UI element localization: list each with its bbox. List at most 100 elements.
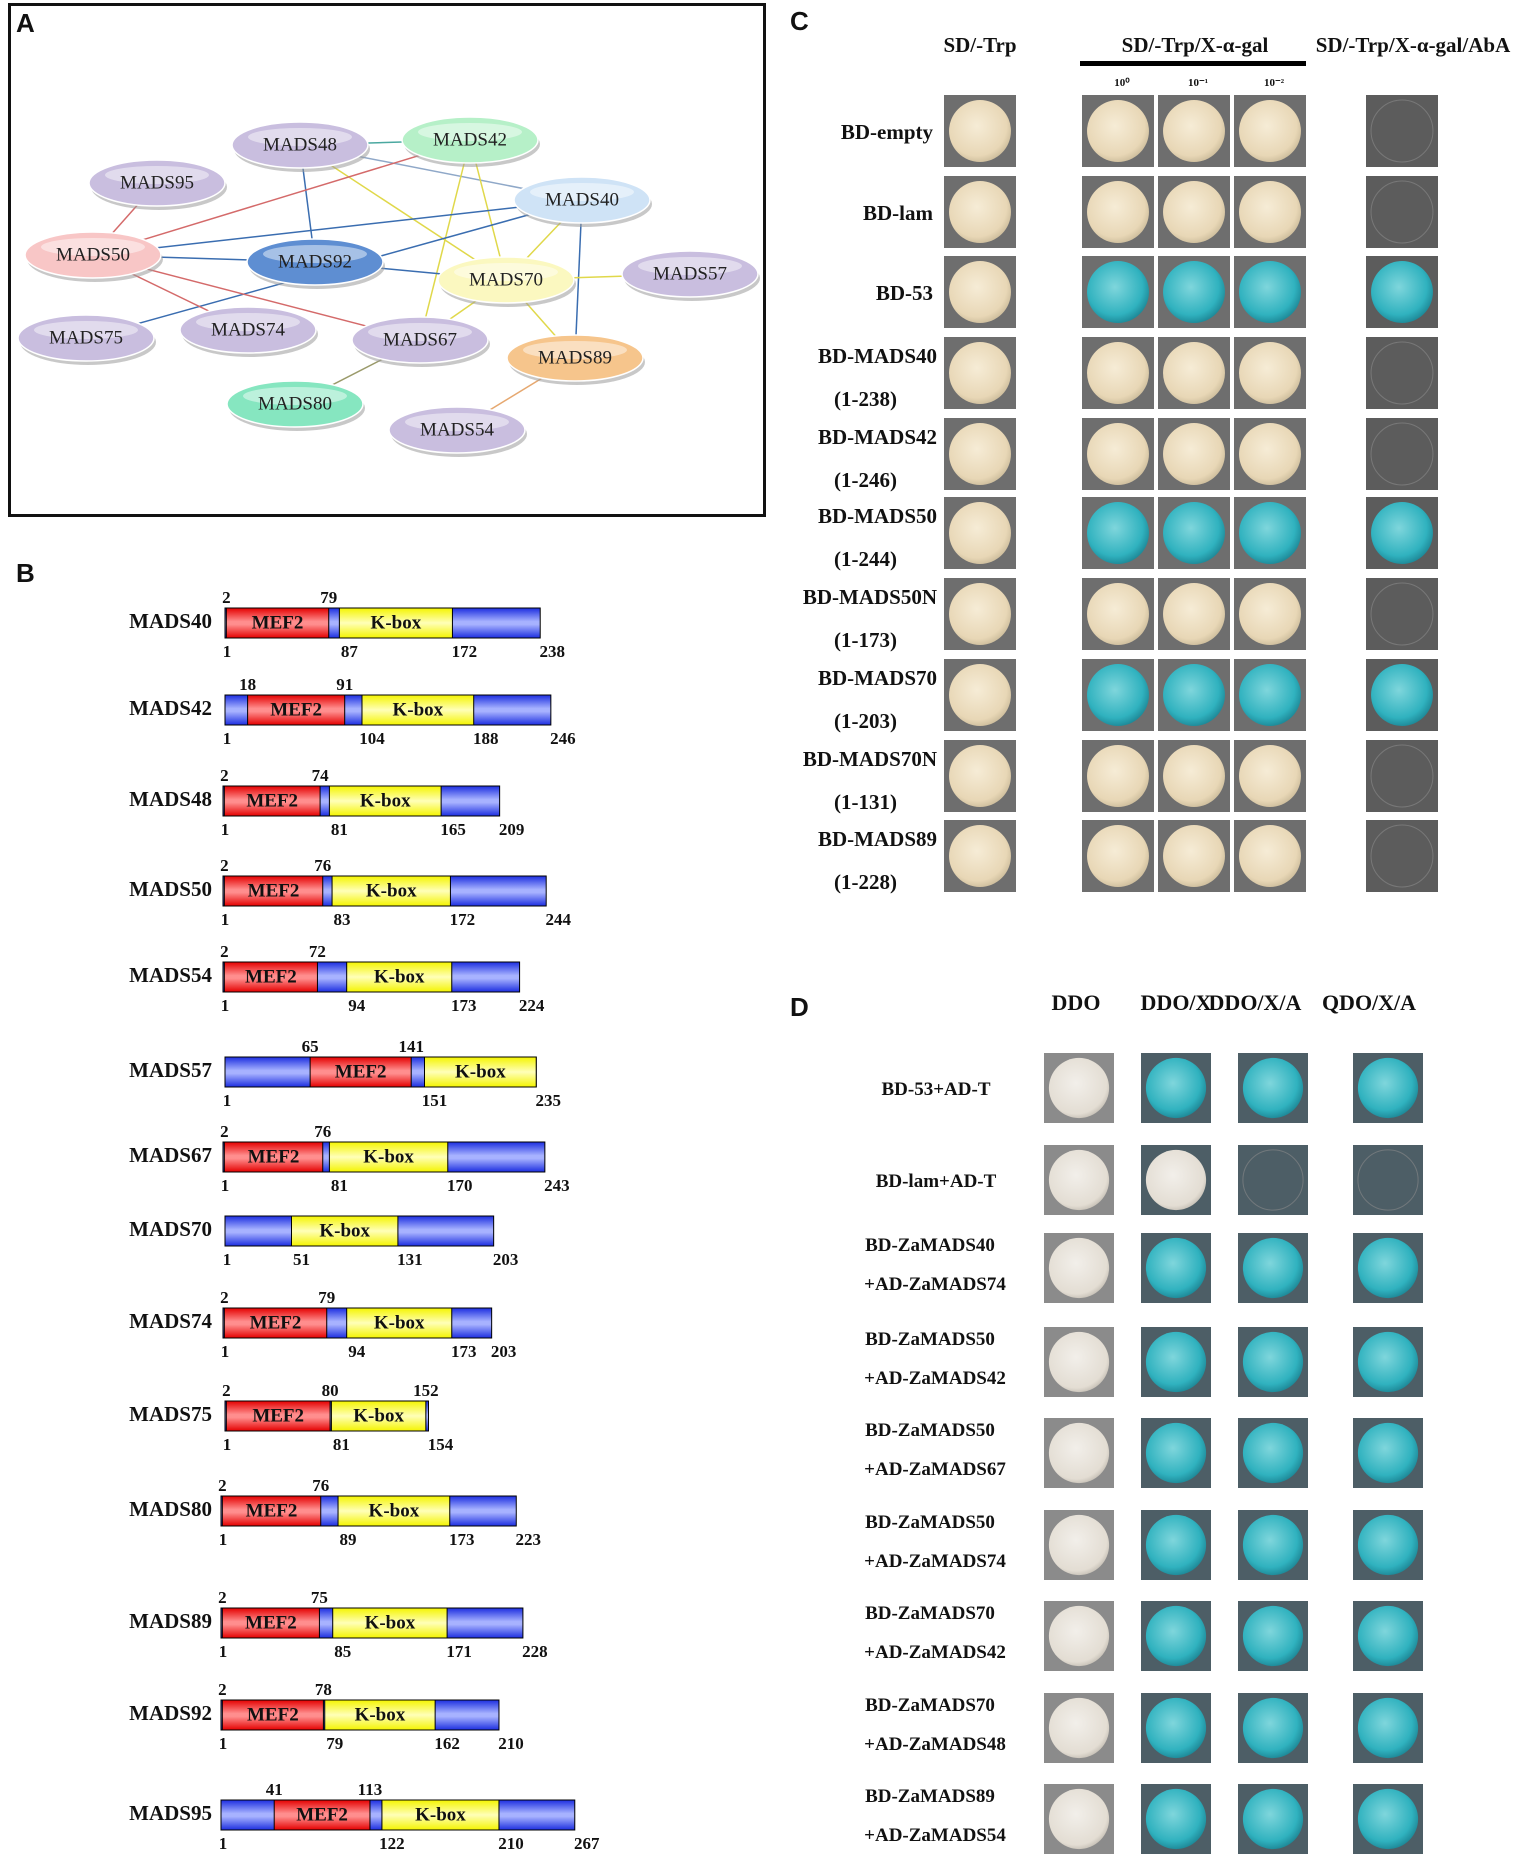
colony-plate	[1234, 578, 1306, 650]
colony-spot	[1145, 1514, 1207, 1576]
y1h-row: BD-MADS50(1-244)	[818, 497, 1438, 571]
y2h-row: BD-ZaMADS70+AD-ZaMADS48	[864, 1693, 1423, 1763]
kbox-domain	[338, 607, 453, 639]
protein-backbone	[220, 1607, 524, 1639]
position-label-bottom: 79	[326, 1734, 343, 1753]
row-label: BD-ZaMADS50	[865, 1329, 995, 1350]
colony-spot	[949, 502, 1011, 564]
plate-background	[1238, 1601, 1308, 1671]
colony-spot	[1087, 342, 1149, 404]
colony-spot	[1145, 1788, 1207, 1850]
plate-background	[1238, 1510, 1308, 1580]
kbox-label: K-box	[369, 1501, 420, 1522]
position-label-bottom: 1	[223, 1091, 232, 1110]
position-label-bottom: 1	[223, 1250, 232, 1269]
kbox-domain	[346, 961, 453, 993]
position-label-top: 41	[266, 1780, 283, 1799]
kbox-domain	[291, 1215, 399, 1247]
colony-plate	[1082, 578, 1154, 650]
position-label-top: 65	[302, 1037, 319, 1056]
kbox-domain	[328, 785, 442, 817]
colony-plate	[1353, 1145, 1423, 1215]
plate-background	[1141, 1693, 1211, 1763]
protein-backbone	[220, 1495, 517, 1527]
colony-plate	[1234, 176, 1306, 248]
kbox-domain	[424, 1056, 537, 1088]
colony-plate	[1158, 740, 1230, 812]
plate-background	[1234, 820, 1306, 892]
network-frame	[8, 3, 766, 517]
colony-plate	[1141, 1510, 1211, 1580]
position-label-top: 79	[320, 588, 337, 607]
position-label-bottom: 1	[221, 1342, 230, 1361]
plate-background	[1234, 256, 1306, 328]
row-label: BD-MADS42	[818, 425, 937, 449]
colony-spot	[1163, 342, 1225, 404]
colony-plate	[1082, 95, 1154, 167]
row-label: BD-MADS40	[818, 344, 937, 368]
kbox-label: K-box	[355, 1705, 406, 1726]
colony-plate	[944, 659, 1016, 731]
y1h-row: BD-MADS70N(1-131)	[803, 740, 1438, 814]
y2h-column-header: DDO/X/A	[1209, 990, 1302, 1015]
plate-background	[1234, 418, 1306, 490]
position-label-bottom: 172	[450, 910, 476, 929]
colony-plate	[1238, 1053, 1308, 1123]
row-sublabel: +AD-ZaMADS42	[864, 1368, 1006, 1389]
plate-background	[1082, 820, 1154, 892]
faint-colony	[1370, 99, 1434, 163]
colony-spot	[949, 261, 1011, 323]
protein-backbone	[224, 1400, 429, 1432]
mef2-domain	[273, 1799, 371, 1831]
colony-plate	[1141, 1418, 1211, 1488]
y2h-row: BD-ZaMADS50+AD-ZaMADS67	[864, 1418, 1423, 1488]
colony-plate	[1366, 578, 1438, 650]
mef2-domain	[223, 1141, 324, 1173]
plate-background	[1158, 337, 1230, 409]
colony-plate	[1238, 1784, 1308, 1854]
plate-background	[1044, 1418, 1114, 1488]
colony-plate	[944, 95, 1016, 167]
plate-background	[1044, 1145, 1114, 1215]
y1h-row: BD-MADS70(1-203)	[818, 659, 1438, 733]
colony-plate	[1234, 497, 1306, 569]
row-sublabel: (1-173)	[834, 628, 897, 652]
position-label-bottom: 1	[221, 910, 230, 929]
colony-spot	[949, 745, 1011, 807]
colony-spot	[1145, 1149, 1207, 1211]
kbox-label: K-box	[365, 1613, 416, 1634]
plate-background	[1141, 1510, 1211, 1580]
mef2-domain	[223, 961, 318, 993]
row-label: BD-MADS70	[818, 666, 937, 690]
kbox-domain	[331, 875, 451, 907]
protein-backbone	[224, 1056, 537, 1088]
kbox-label: K-box	[393, 700, 444, 721]
colony-spot	[949, 825, 1011, 887]
colony-plate	[1234, 659, 1306, 731]
panel-label-b: B	[16, 558, 35, 588]
mef2-label: MEF2	[248, 881, 300, 902]
colony-plate	[944, 337, 1016, 409]
row-label: BD-MADS70N	[803, 747, 937, 771]
row-sublabel: (1-246)	[834, 468, 897, 492]
colony-spot	[1242, 1237, 1304, 1299]
colony-spot	[1239, 745, 1301, 807]
plate-background	[1353, 1145, 1423, 1215]
position-label-bottom: 81	[331, 820, 348, 839]
plate-background	[944, 176, 1016, 248]
dilution-label: 10⁻¹	[1188, 77, 1208, 89]
dilution-bar	[1080, 61, 1306, 66]
position-label-bottom: 235	[535, 1091, 561, 1110]
plate-background	[1238, 1145, 1308, 1215]
mef2-domain	[223, 1307, 328, 1339]
colony-spot	[1087, 181, 1149, 243]
protein-name: MADS70	[129, 1217, 212, 1241]
position-label-bottom: 131	[397, 1250, 423, 1269]
colony-plate	[1234, 256, 1306, 328]
plate-background	[944, 418, 1016, 490]
protein-name: MADS80	[129, 1497, 212, 1521]
mef2-label: MEF2	[245, 1613, 297, 1634]
